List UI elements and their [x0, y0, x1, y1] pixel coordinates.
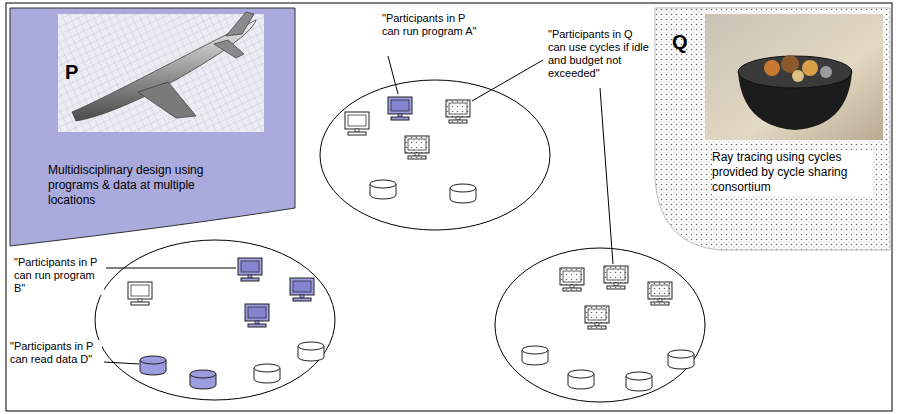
panel-caption: Ray tracing using cycles provided by cyc…: [712, 150, 872, 195]
disk-icon: [190, 370, 216, 389]
disk-icon: [522, 346, 548, 365]
disk-icon: [626, 372, 652, 391]
fruit: [820, 66, 832, 78]
wing: [138, 82, 196, 118]
panel-outline: [655, 8, 890, 250]
fruit: [792, 70, 804, 82]
fruit: [802, 60, 818, 76]
panel-letter: Q: [672, 30, 712, 54]
computer-icon: [405, 136, 429, 159]
tail-fin: [226, 12, 254, 36]
computer-icon: [604, 266, 628, 289]
outer-frame: [6, 3, 892, 411]
disk-icon: [668, 350, 694, 369]
aircraft-picture: [58, 12, 264, 132]
callout-note: "Participants in Q can use cycles if idl…: [548, 28, 652, 80]
computer-icon: [388, 97, 412, 120]
leader-line: [388, 56, 398, 94]
callout-holder: "Participants in P can run program B": [14, 256, 104, 295]
site-ellipse: [495, 248, 705, 402]
computer-icon: [128, 282, 152, 305]
site-ellipse: [320, 80, 550, 230]
panel-letter: P: [65, 60, 105, 84]
computer-icon: [446, 100, 470, 123]
sand-ground: [705, 14, 883, 140]
panel-shape: [655, 8, 890, 250]
computer-icon: [585, 306, 609, 329]
callout-note: "Participants in P can run program A": [382, 12, 482, 38]
panel-caption: Multidisciplinary design using programs …: [48, 163, 213, 208]
fruit: [764, 60, 780, 76]
callout-note: "Participants in P can read data D": [10, 340, 102, 366]
callout-holder: "Participants in P can run program A": [382, 12, 482, 38]
disk-icon: [298, 342, 324, 361]
disk-icon: [140, 356, 166, 375]
callout-holder: "Participants in P can read data D": [10, 340, 102, 366]
disk-icon: [568, 370, 594, 389]
leader-line: [472, 60, 543, 101]
computer-icon: [245, 304, 269, 327]
disk-icon: [254, 364, 280, 383]
tail-plane: [214, 40, 244, 58]
leader-line: [600, 88, 613, 264]
panel-shape: [10, 8, 295, 246]
computer-icon: [238, 258, 262, 281]
site-ellipse: [95, 240, 335, 400]
panel-region: P Multidisciplinary design using programs…: [10, 8, 295, 246]
disk-icon: [450, 184, 476, 203]
disk-icon: [370, 180, 396, 199]
computer-icon: [560, 268, 584, 291]
leader-line: [106, 268, 236, 269]
panel-outline: [10, 8, 295, 246]
bowl-rim: [738, 56, 852, 88]
computer-icon: [345, 112, 369, 135]
panel-region: Q Ray tracing using cycles provided by cy…: [655, 8, 890, 250]
callout-holder: "Participants in Q can use cycles if idl…: [548, 28, 652, 80]
computer-icon: [648, 282, 672, 305]
callout-note: "Participants in P can run program B": [14, 256, 104, 295]
computer-icon: [290, 278, 314, 301]
leader-line: [104, 362, 139, 364]
bowl-picture: [705, 14, 883, 140]
